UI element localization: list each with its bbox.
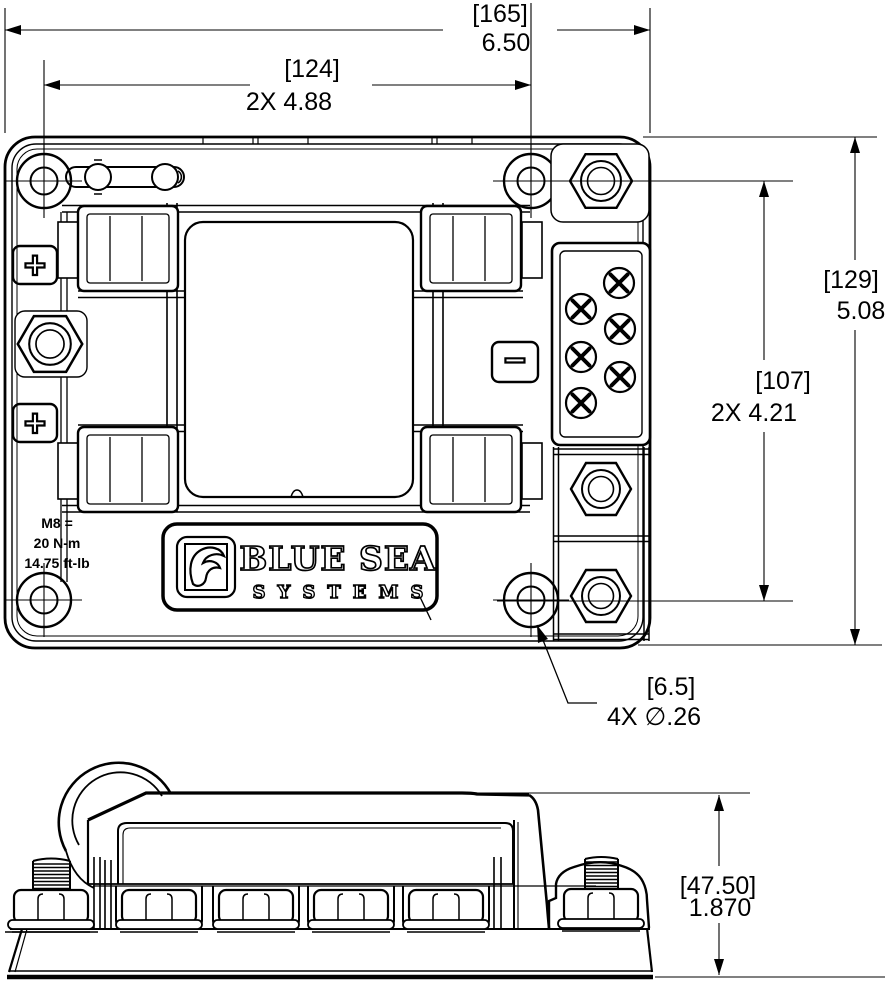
- terminal-nut: [114, 888, 204, 934]
- fuse-rails: [166, 203, 444, 512]
- svg-text:[124]: [124]: [284, 55, 340, 83]
- fuse-clip: [419, 204, 523, 293]
- brand-logo: BLUE SEA SYSTEMS: [161, 522, 439, 621]
- dimension-overall-width: [165] 6.50: [4, 0, 651, 133]
- side-stud-right: [547, 856, 651, 933]
- terminal-screw: [603, 360, 637, 394]
- svg-text:[47.50]: [47.50]: [680, 872, 756, 900]
- fuse-clip: [76, 204, 180, 293]
- svg-text:20 N-m: 20 N-m: [34, 535, 81, 551]
- logo-sub: SYSTEMS: [253, 582, 436, 603]
- dimension-hole-spacing-y: [107] 2X 4.21: [495, 180, 811, 602]
- jumper-link: [65, 159, 185, 195]
- terminal-screw: [564, 292, 598, 326]
- svg-text:[6.5]: [6.5]: [647, 673, 696, 701]
- plus-icon: +: [24, 245, 46, 287]
- wave-icon: [189, 546, 227, 587]
- svg-text:5.08: 5.08: [837, 297, 886, 325]
- minus-icon: −: [504, 340, 526, 382]
- terminal-screw: [602, 266, 636, 300]
- terminal-nut: [306, 888, 396, 934]
- svg-text:6.50: 6.50: [482, 29, 531, 57]
- fuse-clip: [76, 425, 180, 514]
- svg-text:1.870: 1.870: [689, 894, 752, 922]
- dimension-side-height: [47.50] 1.870: [470, 792, 885, 978]
- terminal-screw: [564, 340, 598, 374]
- dimension-hole-diameter: [6.5] 4X ∅.26: [536, 624, 701, 731]
- terminal-block: [550, 241, 652, 447]
- svg-text:[107]: [107]: [755, 367, 811, 395]
- terminal-screw: [564, 386, 598, 420]
- stud-mid-right: [569, 461, 633, 517]
- right-channel: [552, 447, 650, 641]
- logo-name: BLUE SEA: [239, 539, 436, 578]
- lanyard-loop: [57, 761, 173, 852]
- side-cover: [86, 791, 551, 929]
- fuse-clip: [419, 425, 523, 514]
- label-window: [183, 220, 415, 499]
- svg-text:[129]: [129]: [823, 266, 879, 294]
- top-edge-ticks: [202, 138, 473, 144]
- side-stud-left: [5, 857, 98, 934]
- mounting-hole-bottom-right: [491, 561, 571, 639]
- positive-badge: +: [11, 402, 59, 446]
- svg-text:4X ∅.26: 4X ∅.26: [607, 703, 701, 731]
- positive-badge: +: [11, 244, 59, 288]
- dimension-hole-spacing-x: [124] 2X 4.88: [43, 3, 532, 181]
- svg-text:2X 4.88: 2X 4.88: [246, 88, 332, 116]
- stud-bottom-right: [569, 568, 633, 624]
- front-view: + + − M8 = 20 N-m 14.75 ft-lb BLUE SEA S…: [3, 135, 652, 650]
- svg-text:14.75 ft-lb: 14.75 ft-lb: [24, 555, 89, 571]
- plus-icon: +: [24, 403, 46, 445]
- side-base: [7, 927, 654, 980]
- terminal-screw: [603, 312, 637, 346]
- side-view: [5, 761, 654, 980]
- dimension-overall-height: [129] 5.08: [638, 136, 886, 646]
- torque-note: M8 = 20 N-m 14.75 ft-lb: [24, 515, 89, 571]
- negative-badge: −: [490, 339, 540, 384]
- svg-text:[165]: [165]: [472, 0, 528, 28]
- svg-text:2X 4.21: 2X 4.21: [711, 399, 797, 427]
- terminal-nut: [211, 888, 301, 934]
- terminal-nut: [401, 888, 491, 934]
- svg-text:M8 =: M8 =: [41, 515, 73, 531]
- front-dimensions: [165] 6.50 [124] 2X 4.88 [129] 5.08 [107…: [4, 0, 886, 731]
